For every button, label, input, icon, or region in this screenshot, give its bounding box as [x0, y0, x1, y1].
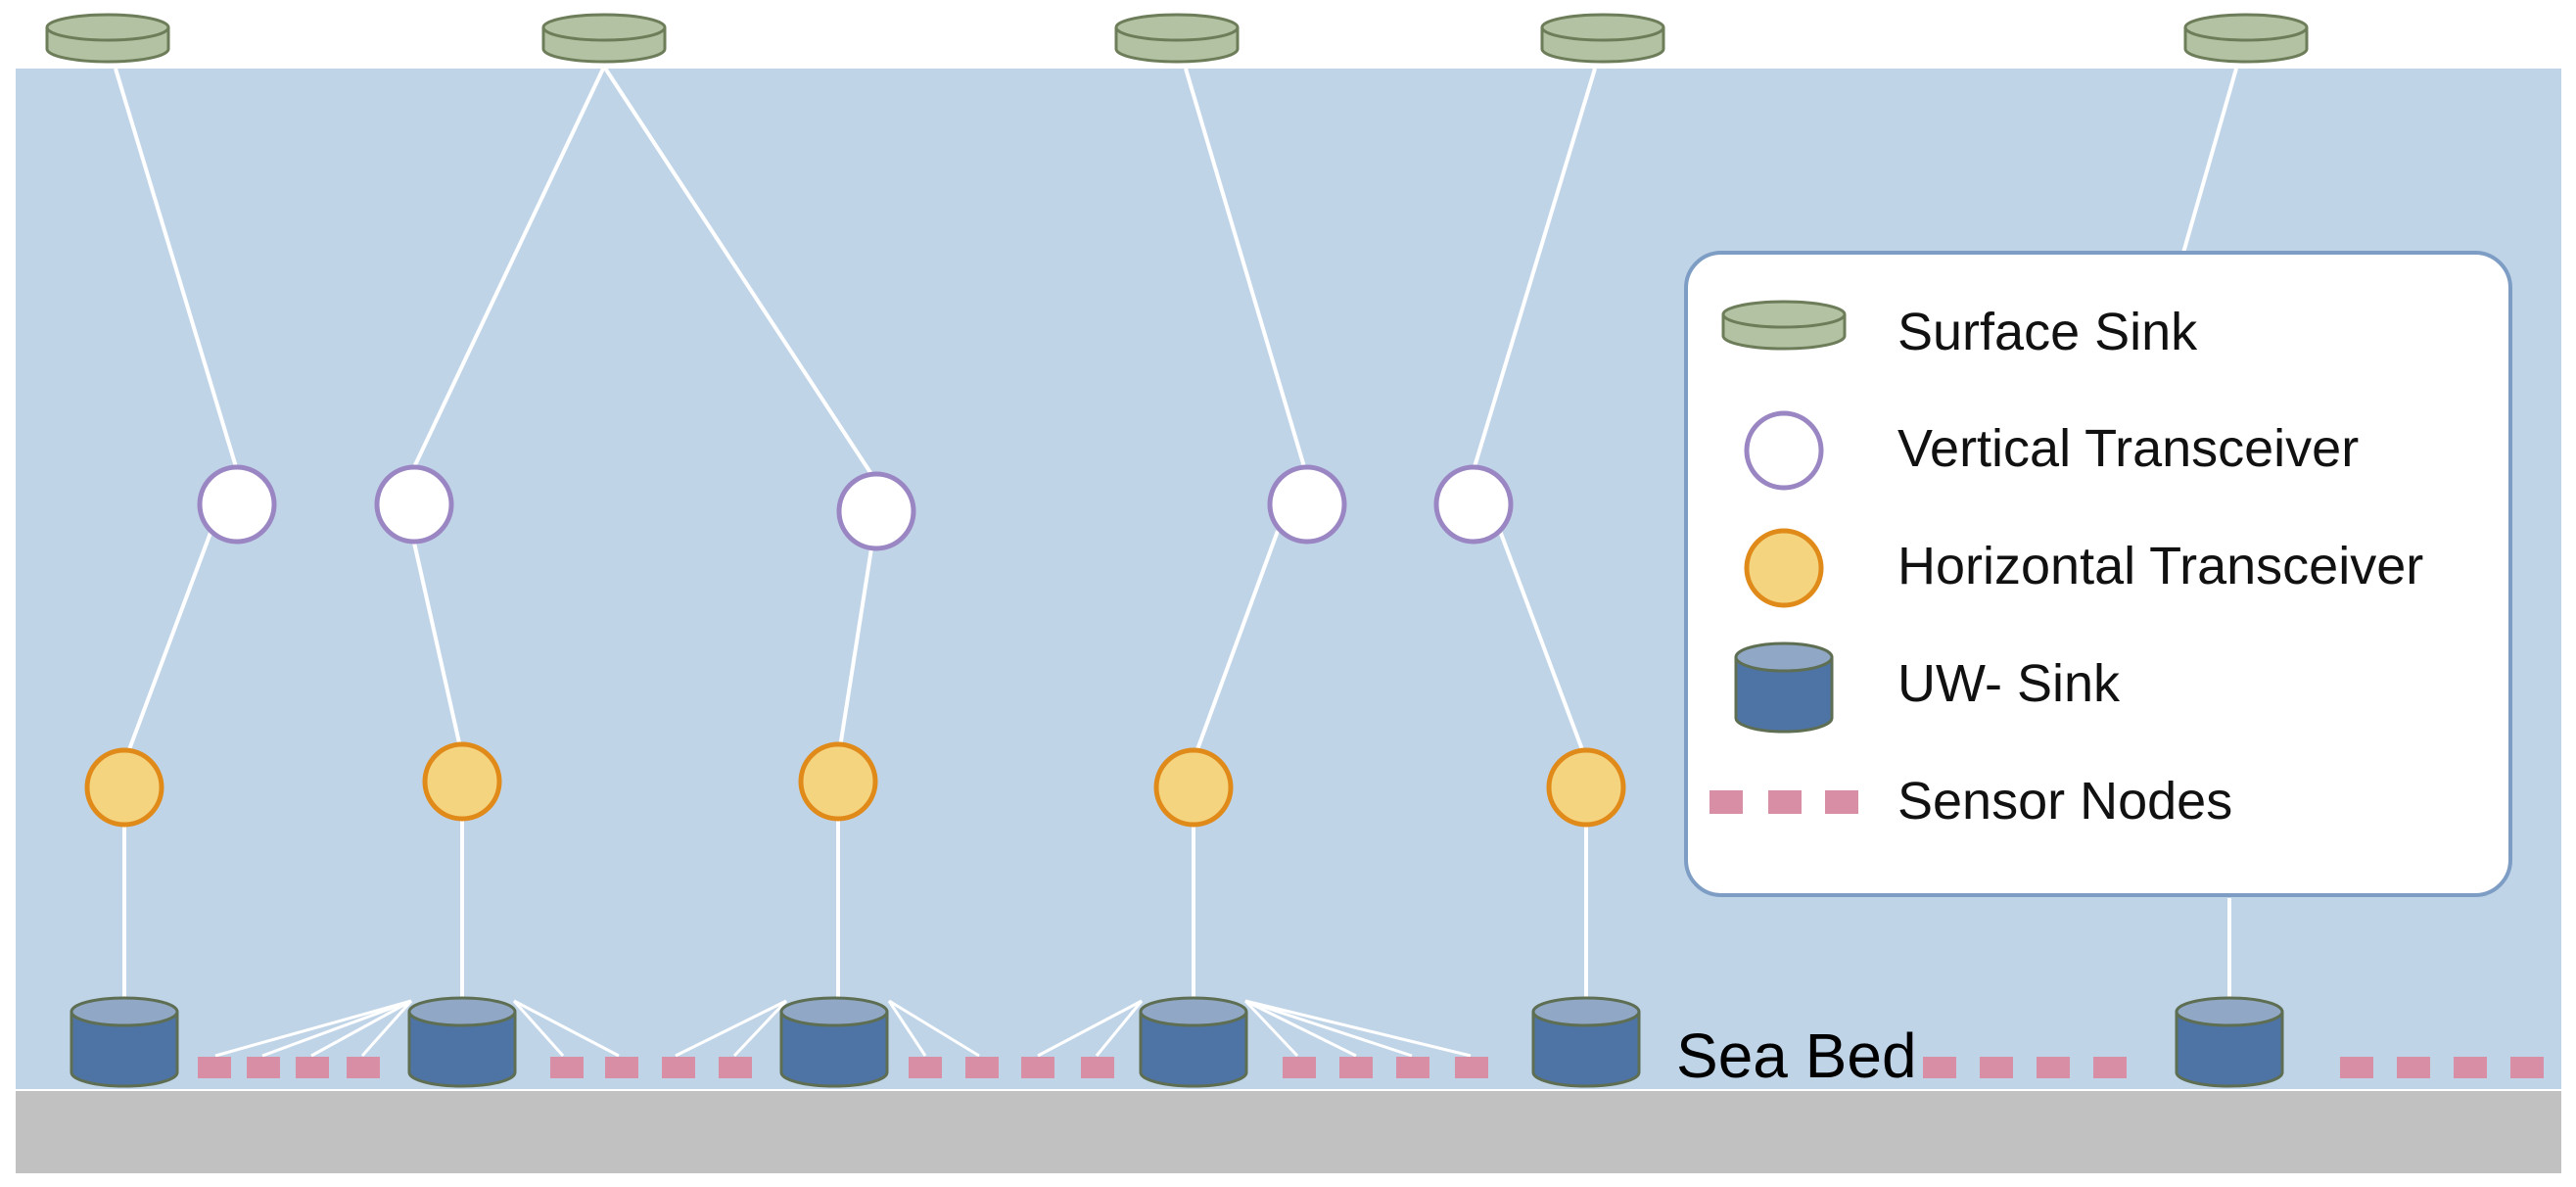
link — [887, 1000, 927, 1057]
uw-sink — [70, 996, 179, 1088]
link — [1472, 68, 1597, 471]
surface-sink — [2183, 13, 2309, 64]
link — [126, 532, 212, 753]
link — [2181, 68, 2238, 254]
link — [412, 66, 606, 468]
sensor-node — [2340, 1057, 2373, 1078]
uw-sinks — [70, 996, 2284, 1088]
legend-box — [1684, 251, 2512, 897]
legend-item-sensor-nodes: Sensor Nodes — [1710, 772, 2232, 831]
vertical-transceivers — [197, 464, 1514, 551]
uw-sink — [407, 996, 517, 1088]
seabed-region — [16, 1091, 2561, 1173]
legend-label: Sensor Nodes — [1897, 772, 2232, 831]
horizontal-transceiver — [798, 741, 878, 822]
link — [838, 547, 873, 748]
uw-sink — [1139, 996, 1248, 1088]
sensor-node — [2397, 1057, 2430, 1078]
link — [1095, 1000, 1144, 1057]
sensor-node — [2093, 1057, 2127, 1078]
sensor-node — [1396, 1057, 1429, 1078]
uw-sink — [2175, 996, 2284, 1088]
sensor-node — [1021, 1057, 1054, 1078]
sensor-node — [296, 1057, 329, 1078]
legend-item-uw-sink: UW- Sink — [1734, 641, 2121, 734]
surface-sink — [1114, 13, 1240, 64]
link — [513, 999, 620, 1058]
link — [602, 65, 873, 476]
sensor-node — [1980, 1057, 2013, 1078]
vertical-transceiver — [836, 471, 916, 551]
vertical-transceiver-icon — [1744, 410, 1824, 491]
sensor-node — [965, 1057, 999, 1078]
sensor-node — [1923, 1057, 1956, 1078]
link — [1184, 68, 1307, 471]
sensor-node — [550, 1057, 584, 1078]
horizontal-transceiver — [84, 747, 164, 828]
legend-label: Vertical Transceiver — [1897, 419, 2359, 478]
seabed-label: Sea Bed — [1676, 1021, 1917, 1091]
link — [1244, 999, 1357, 1058]
surface-sink-icon — [1721, 300, 1847, 351]
sensor-node — [719, 1057, 752, 1078]
uw-sink-icon — [1734, 641, 1834, 734]
legend-item-vertical-transceiver: Vertical Transceiver — [1744, 410, 2359, 491]
sensor-node — [2510, 1057, 2544, 1078]
sensor-node — [1283, 1057, 1316, 1078]
links — [114, 65, 2238, 1058]
link — [1037, 999, 1143, 1058]
horizontal-transceiver-icon — [1744, 528, 1824, 608]
sensor-node — [247, 1057, 280, 1078]
sensor-node — [662, 1057, 695, 1078]
legend-label: Horizontal Transceiver — [1897, 537, 2423, 595]
link — [114, 68, 239, 471]
horizontal-transceiver — [1153, 747, 1234, 828]
sensor-node — [1455, 1057, 1488, 1078]
link — [1194, 530, 1280, 753]
link — [214, 999, 412, 1058]
sensor-node — [1339, 1057, 1373, 1078]
vertical-transceiver — [1433, 464, 1514, 545]
sensor-node — [605, 1057, 638, 1078]
uw-sink — [779, 996, 889, 1088]
link — [261, 999, 412, 1058]
fanout-links — [214, 999, 1472, 1058]
sensor-node — [1081, 1057, 1114, 1078]
vertical-transceiver — [1267, 464, 1347, 545]
legend-item-horizontal-transceiver: Horizontal Transceiver — [1744, 528, 2423, 608]
sensor-node — [2037, 1057, 2070, 1078]
sensor-node — [198, 1057, 231, 1078]
surface-sinks — [45, 13, 2309, 64]
surface-sink — [1540, 13, 1665, 64]
surface-sink — [541, 13, 667, 64]
sensor-node — [347, 1057, 380, 1078]
sensor-node — [2454, 1057, 2487, 1078]
link — [512, 1000, 565, 1057]
surface-sink — [45, 13, 170, 64]
sensor-nodes-icon — [1710, 790, 1858, 814]
link — [675, 999, 787, 1058]
vertical-transceiver — [374, 464, 454, 545]
sensor-nodes — [198, 1057, 2544, 1078]
sensor-node — [909, 1057, 942, 1078]
link — [732, 999, 788, 1058]
legend: Surface Sink Vertical Transceiver Horizo… — [1684, 251, 2512, 897]
link — [1244, 999, 1472, 1058]
link — [1244, 999, 1413, 1058]
horizontal-transceiver — [1546, 747, 1626, 828]
link — [1243, 999, 1299, 1058]
horizontal-transceiver — [422, 741, 502, 822]
legend-label: Surface Sink — [1897, 303, 2198, 361]
legend-label: UW- Sink — [1897, 654, 2121, 713]
link — [888, 999, 980, 1058]
vertical-transceiver — [197, 464, 277, 545]
legend-item-surface-sink: Surface Sink — [1721, 300, 2198, 361]
link — [360, 1000, 413, 1057]
link — [1498, 530, 1585, 753]
link — [310, 999, 412, 1058]
uw-sink — [1531, 996, 1641, 1088]
link — [412, 542, 462, 748]
horizontal-transceivers — [84, 741, 1626, 828]
